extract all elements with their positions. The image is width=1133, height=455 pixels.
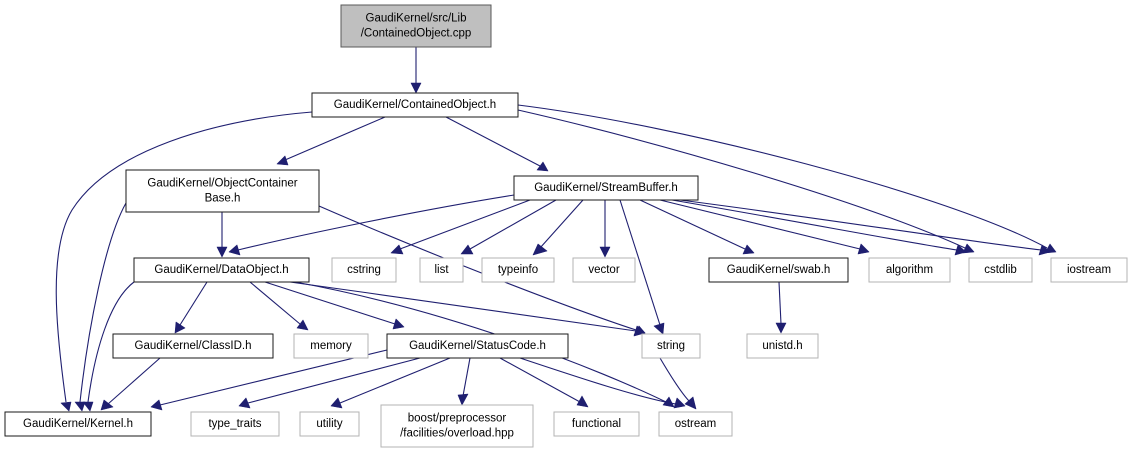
edge-streambuf-to-string [619,199,665,335]
node-label-objcont: GaudiKernel/ObjectContainer [147,178,297,190]
edge-contained-to-streambuf [445,116,549,172]
node-memory[interactable]: memory [293,333,369,359]
edge-streambuf-to-cstdlib [671,199,967,256]
edges-layer [55,47,1057,412]
node-label-memory: memory [310,340,352,352]
node-label-utility: utility [316,418,342,430]
edge-objcont-to-kernel [74,202,127,412]
node-label-boostpp: boost/preprocessor [408,413,507,425]
node-contained[interactable]: GaudiKernel/ContainedObject.h [311,92,519,118]
edge-string-to-ostream [659,357,697,410]
node-label-vector: vector [588,264,619,276]
edge-streambuf-to-algorithm [659,199,870,255]
node-typeinfo[interactable]: typeinfo [481,257,555,283]
node-dataobject[interactable]: GaudiKernel/DataObject.h [133,257,310,283]
edge-dataobject-to-memory [249,281,309,331]
edge-objcont-to-dataobject [216,212,228,258]
node-label-ostream: ostream [675,418,717,430]
edge-classid-to-kernel [100,357,161,411]
node-label-contained: GaudiKernel/ContainedObject.h [334,99,496,111]
edge-streambuf-to-typeinfo [532,199,584,256]
edge-streambuf-to-dataobject [228,194,515,256]
edge-dataobject-to-kernel [82,281,135,412]
node-unistd[interactable]: unistd.h [746,333,819,359]
node-label-unistd: unistd.h [762,340,802,352]
edge-statuscode-to-utility [330,357,451,409]
node-label-iostream: iostream [1067,264,1111,276]
edge-statuscode-to-functional [499,357,589,408]
node-vector[interactable]: vector [572,257,636,283]
node-label-statuscode: GaudiKernel/StatusCode.h [409,340,546,352]
node-type_traits[interactable]: type_traits [190,411,280,437]
node-label-kernel: GaudiKernel/Kernel.h [23,418,133,430]
edge-statuscode-to-type_traits [238,357,421,409]
node-string[interactable]: string [641,333,701,359]
node-label-typeinfo: typeinfo [498,264,538,276]
edge-statuscode-to-ostream [519,357,686,409]
edge-dataobject-to-string [289,281,646,337]
node-label-root: GaudiKernel/src/Lib [366,13,467,25]
node-label-type_traits: type_traits [208,418,261,430]
edge-streambuf-to-iostream [679,199,1051,256]
node-label-cstdlib: cstdlib [984,264,1017,276]
node-kernel[interactable]: GaudiKernel/Kernel.h [4,411,152,437]
edge-dataobject-to-statuscode [264,281,405,330]
node-cstring[interactable]: cstring [331,257,397,283]
node-label-cstring: cstring [347,264,381,276]
node-swab[interactable]: GaudiKernel/swab.h [708,257,849,283]
node-ostream[interactable]: ostream [658,411,733,437]
nodes-layer: GaudiKernel/src/Lib/ContainedObject.cppG… [4,4,1128,448]
edge-swab-to-unistd [775,281,787,334]
node-root[interactable]: GaudiKernel/src/Lib/ContainedObject.cpp [340,4,492,48]
node-label-algorithm: algorithm [886,264,933,276]
node-label-functional: functional [572,418,621,430]
node-cstdlib[interactable]: cstdlib [968,257,1033,283]
edge-streambuf-to-swab [639,199,755,255]
edge-statuscode-to-kernel [150,349,388,411]
node-boostpp[interactable]: boost/preprocessor/facilities/overload.h… [380,404,534,448]
edge-dataobject-to-classid [174,281,208,334]
node-label-boostpp: /facilities/overload.hpp [400,428,514,440]
node-label-string: string [657,340,685,352]
edge-contained-to-objcont [276,116,386,166]
edge-streambuf-to-vector [599,200,611,258]
edge-streambuf-to-cstring [390,199,531,255]
node-label-swab: GaudiKernel/swab.h [727,264,831,276]
node-label-streambuf: GaudiKernel/StreamBuffer.h [534,182,678,194]
node-iostream[interactable]: iostream [1050,257,1128,283]
node-label-dataobject: GaudiKernel/DataObject.h [154,264,288,276]
node-utility[interactable]: utility [299,411,360,437]
node-label-list: list [434,264,449,276]
node-algorithm[interactable]: algorithm [868,257,951,283]
edge-statuscode-to-boostpp [457,357,471,406]
node-statuscode[interactable]: GaudiKernel/StatusCode.h [386,333,569,359]
node-streambuf[interactable]: GaudiKernel/StreamBuffer.h [513,175,699,201]
node-label-classid: GaudiKernel/ClassID.h [135,340,252,352]
edge-contained-to-kernel [55,111,313,412]
node-list[interactable]: list [419,257,464,283]
node-label-objcont: Base.h [205,193,241,205]
node-functional[interactable]: functional [553,411,640,437]
edge-contained-to-cstdlib [517,109,975,254]
edge-root-to-contained [410,47,422,94]
node-label-root: /ContainedObject.cpp [361,28,472,40]
node-classid[interactable]: GaudiKernel/ClassID.h [112,333,274,359]
edge-streambuf-to-list [460,199,557,255]
